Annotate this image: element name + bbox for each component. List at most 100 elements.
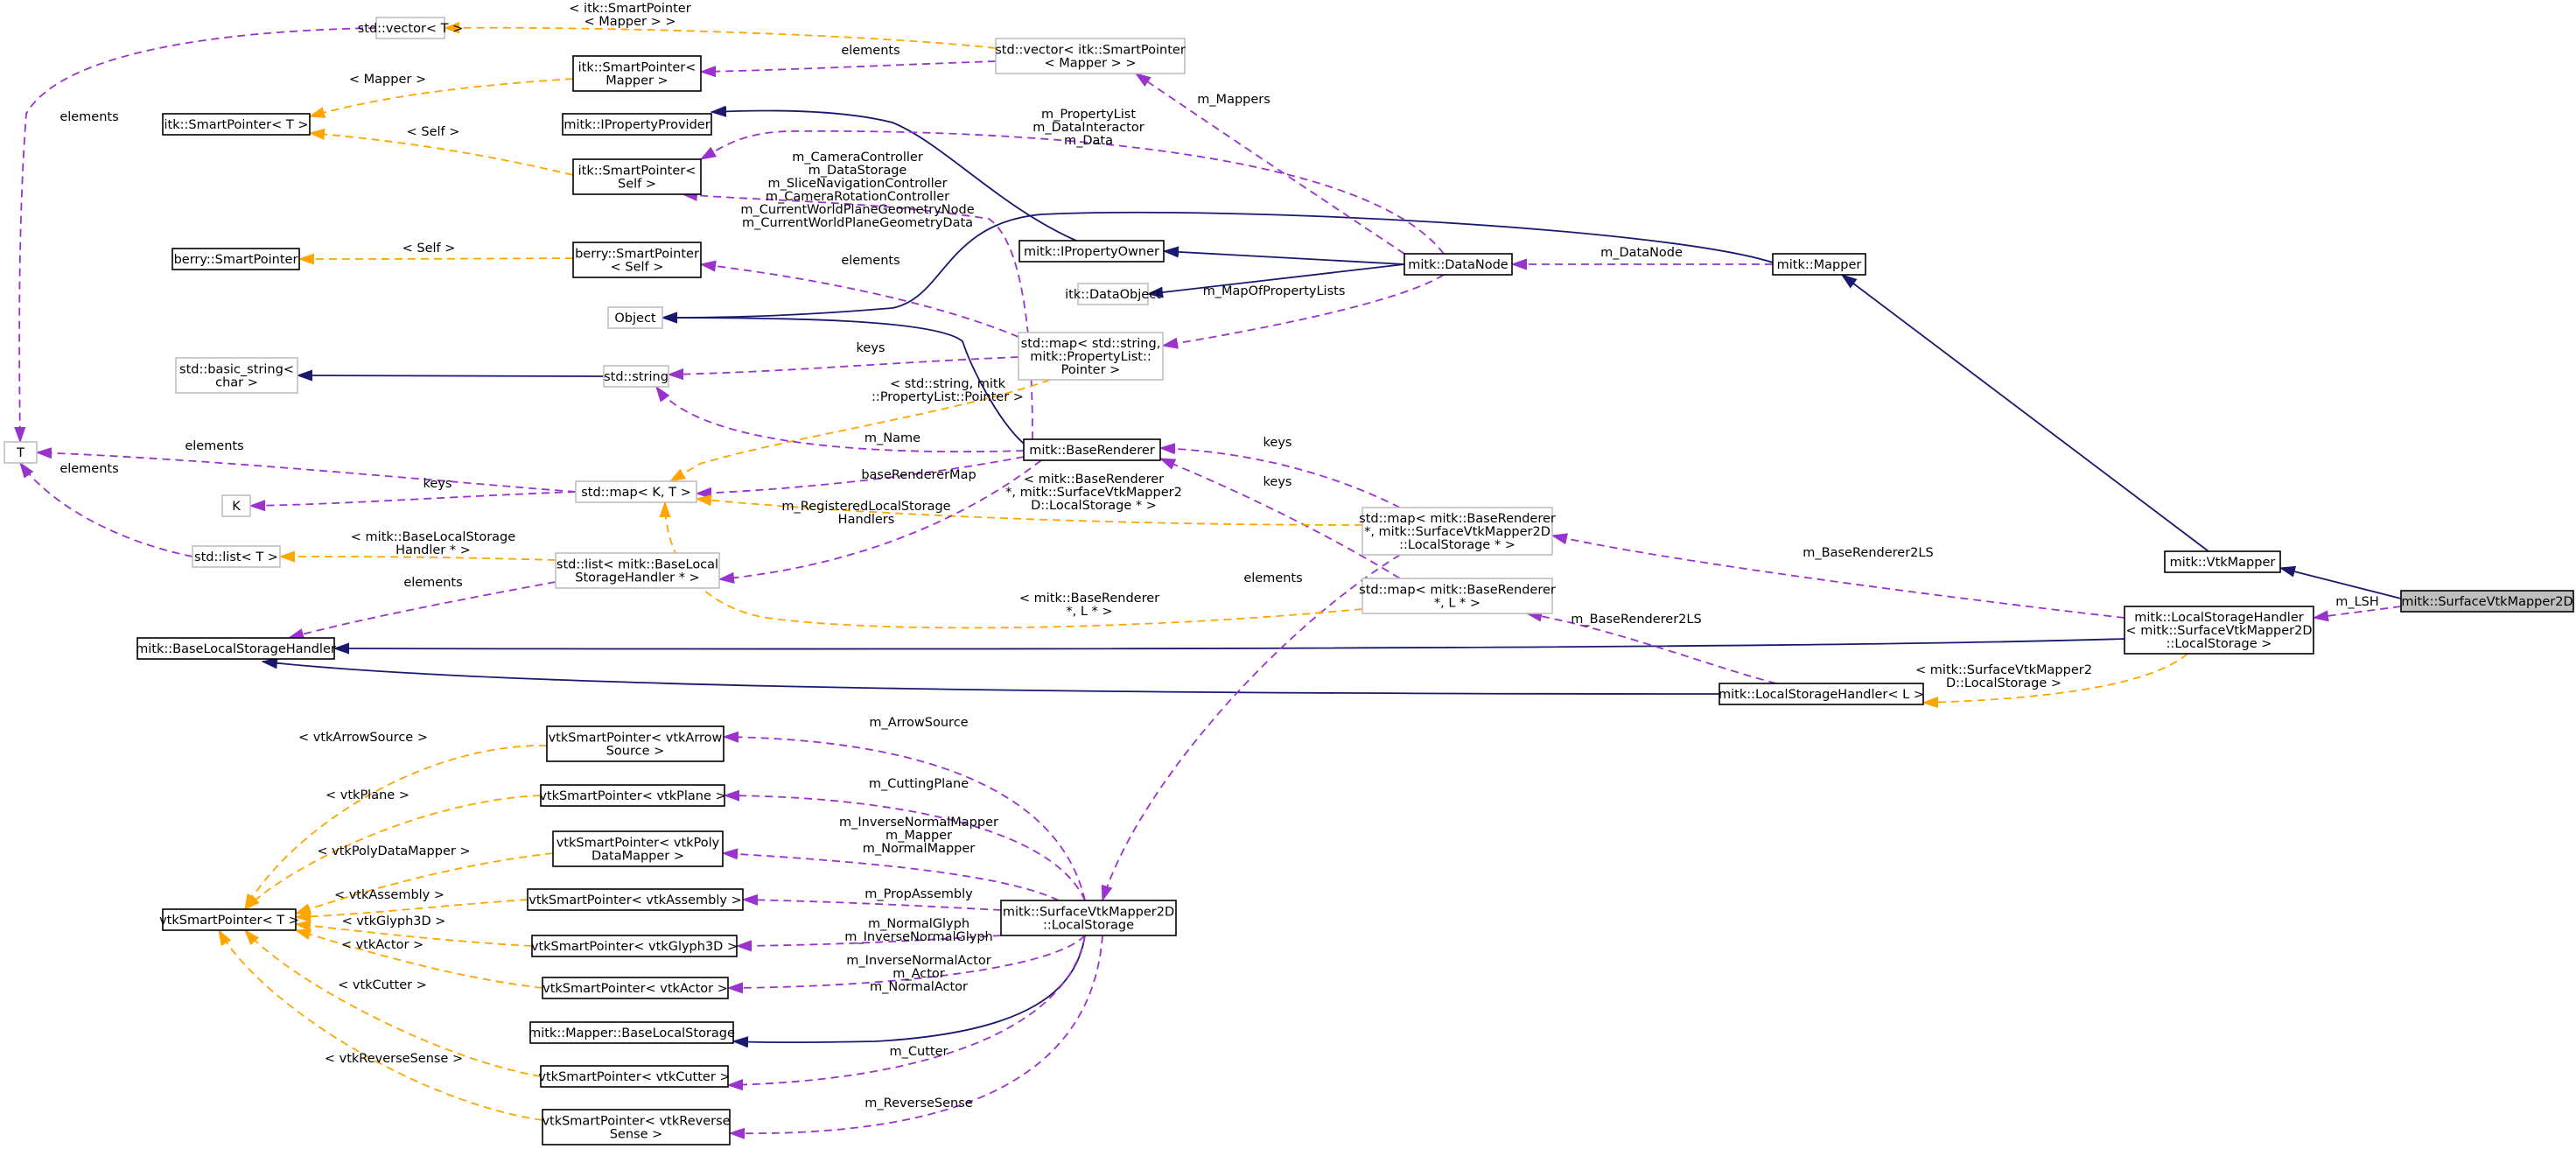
edge-line <box>701 60 997 72</box>
class-box <box>603 365 669 388</box>
class-name-line: std::string <box>604 370 668 384</box>
class-node-vsp-glyph[interactable]: vtkSmartPointer< vtkGlyph3D > <box>531 935 738 957</box>
class-node-vsp-polydm[interactable]: vtkSmartPointer< vtkPolyDataMapper > <box>552 830 724 867</box>
edge-map-br-l--base-renderer: keys <box>1160 458 1401 579</box>
class-box <box>4 441 38 464</box>
class-name-line: mitk::VtkMapper <box>2170 556 2276 570</box>
edge-label: < vtkGlyph3D > <box>342 914 446 928</box>
edge-line <box>245 930 542 1077</box>
class-box <box>542 977 729 999</box>
class-node-vsp-arrow[interactable]: vtkSmartPointer< vtkArrowSource > <box>546 725 724 762</box>
class-name-line: < mitk::SurfaceVtkMapper2D <box>2125 624 2312 638</box>
class-node-itk-sp-mapper[interactable]: itk::SmartPointer<Mapper > <box>572 55 702 92</box>
class-node-vsp-reverse[interactable]: vtkSmartPointer< vtkReverseSense > <box>542 1109 731 1145</box>
edge-label: m_CameraRotationController <box>766 190 949 204</box>
class-node-berry-sp-self[interactable]: berry::SmartPointer< Self > <box>572 242 702 278</box>
class-node-data-node[interactable]: mitk::DataNode <box>1404 253 1513 276</box>
class-node-lsh-surface[interactable]: mitk::LocalStorageHandler< mitk::Surface… <box>2124 606 2314 655</box>
class-name-line: berry::SmartPointer <box>174 253 298 267</box>
class-name-line: mitk::IPropertyProvider <box>564 118 710 132</box>
edge-line <box>218 930 543 1121</box>
edge-line <box>743 900 1002 911</box>
class-node-base-lsh[interactable]: mitk::BaseLocalStorageHandler <box>136 637 336 660</box>
edge-line <box>719 459 1042 579</box>
class-box <box>1018 240 1165 263</box>
class-node-mapper-bls[interactable]: mitk::Mapper::BaseLocalStorage <box>528 1021 735 1044</box>
edge-line <box>696 456 1025 494</box>
class-node-iproperty-provider[interactable]: mitk::IPropertyProvider <box>562 113 712 136</box>
edge-line <box>1160 458 1401 579</box>
edge-label: < vtkArrowSource > <box>298 731 428 745</box>
edge-map-br-ls--base-renderer: keys <box>1160 436 1401 508</box>
edge-line <box>670 379 1051 482</box>
class-node-vsp-cutter[interactable]: vtkSmartPointer< vtkCutter > <box>538 1065 731 1088</box>
class-node-lsh-l[interactable]: mitk::LocalStorageHandler< L > <box>1718 683 1924 705</box>
class-name-line: mitk::PropertyList:: <box>1030 350 1151 364</box>
class-node-vsp-t[interactable]: vtkSmartPointer< T > <box>159 908 299 931</box>
class-node-vsp-plane[interactable]: vtkSmartPointer< vtkPlane > <box>539 784 726 807</box>
class-node-base-renderer[interactable]: mitk::BaseRenderer <box>1023 438 1161 461</box>
edge-label: m_InverseNormalActor <box>846 954 990 968</box>
class-node-local-storage[interactable]: mitk::SurfaceVtkMapper2D::LocalStorage <box>1000 900 1177 936</box>
edge-line <box>298 375 605 376</box>
class-name-line: ::LocalStorage > <box>2166 637 2272 651</box>
class-node-k: K <box>221 494 251 517</box>
edge-label: < Self > <box>402 242 456 256</box>
edge-line <box>296 899 528 917</box>
edge-line <box>1136 74 1405 255</box>
class-node-iproperty-owner[interactable]: mitk::IPropertyOwner <box>1018 240 1165 263</box>
class-node-surface-mapper[interactable]: mitk::SurfaceVtkMapper2D <box>2400 590 2574 613</box>
edge-local-storage--vsp-cutter: m_Cutter <box>728 935 1086 1085</box>
edge-label: m_BaseRenderer2LS <box>1802 546 1933 560</box>
class-name-line: mitk::Mapper::BaseLocalStorage <box>528 1026 735 1040</box>
edge-label: m_LSH <box>2335 595 2379 609</box>
class-node-mapper[interactable]: mitk::Mapper <box>1772 253 1866 276</box>
edge-label: m_CurrentWorldPlaneGeometryData <box>742 216 973 230</box>
edge-label: m_MapOfPropertyLists <box>1203 284 1346 298</box>
class-node-berry-sp[interactable]: berry::SmartPointer <box>172 248 300 270</box>
edge-label: m_Data <box>1064 134 1113 148</box>
class-name-line: vtkSmartPointer< vtkActor > <box>542 982 728 996</box>
edge-string--basic-string <box>298 375 605 376</box>
class-box <box>527 888 744 911</box>
class-name-line: Sense > <box>610 1128 663 1142</box>
edge-line <box>728 935 1086 988</box>
edge-label: < Mapper > > <box>584 15 676 29</box>
edge-local-storage--vsp-polydm: m_InverseNormalMapperm_Mapperm_NormalMap… <box>723 816 1060 901</box>
class-name-line: std::list< T > <box>194 550 278 564</box>
class-node-itk-sp-t[interactable]: itk::SmartPointer< T > <box>162 113 311 136</box>
edge-line <box>730 935 1103 1133</box>
edge-line <box>296 930 543 989</box>
class-name-line: mitk::Mapper <box>1777 258 1862 272</box>
edge-line <box>444 28 997 49</box>
edge-line <box>711 110 1077 242</box>
edge-mapper--data-node: m_DataNode <box>1512 246 1773 264</box>
class-name-line: StorageHandler * > <box>575 571 699 585</box>
class-node-data-object: itk::DataObject <box>1065 283 1161 305</box>
class-box <box>1018 332 1164 381</box>
edge-lsh-surface--map-br-ls: m_BaseRenderer2LS <box>1552 536 2125 619</box>
edge-base-lsh--lsh-surface <box>334 638 2125 649</box>
class-node-itk-sp-self[interactable]: itk::SmartPointer<Self > <box>572 158 702 195</box>
class-name-line: Source > <box>606 745 665 759</box>
class-node-vtk-mapper[interactable]: mitk::VtkMapper <box>2164 550 2281 573</box>
class-box <box>607 306 663 329</box>
class-node-list-t: std::list< T > <box>192 545 281 568</box>
class-name-line: K <box>232 500 241 514</box>
class-node-vsp-actor[interactable]: vtkSmartPointer< vtkActor > <box>542 977 729 999</box>
edge-line <box>724 737 1086 901</box>
edge-label: *, L * > <box>1066 605 1112 619</box>
edge-label: < mitk::BaseRenderer <box>1024 473 1164 487</box>
class-name-line: < Self > <box>611 261 664 275</box>
class-name-line: vtkSmartPointer< vtkCutter > <box>538 1070 730 1084</box>
edge-label: m_DataStorage <box>808 164 907 178</box>
edge-label: keys <box>1264 436 1292 450</box>
edge-label: < vtkCutter > <box>338 978 427 992</box>
class-box <box>575 480 697 503</box>
class-node-vsp-assembly[interactable]: vtkSmartPointer< vtkAssembly > <box>527 888 744 911</box>
edge-surface-mapper--lsh-surface: m_LSH <box>2314 595 2402 618</box>
edge-map-br-ls--local-storage: elements <box>1102 554 1401 900</box>
edge-label: m_Mappers <box>1197 93 1270 107</box>
edge-map-string-pl--berry-sp-self: elements <box>701 254 1019 338</box>
